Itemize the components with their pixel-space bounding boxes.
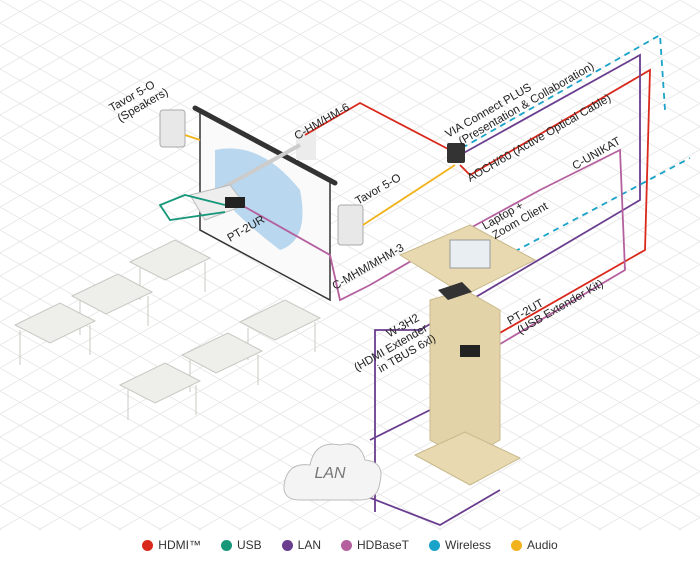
wireless-link-laptop	[494, 157, 691, 263]
speaker-right	[337, 204, 364, 246]
lan-cable	[374, 53, 641, 512]
usb-cable-pt2ur	[158, 194, 226, 221]
classroom-desks	[13, 239, 322, 420]
pt-2ur-device	[225, 197, 245, 208]
projector	[189, 130, 316, 221]
legend-label: LAN	[297, 538, 321, 552]
audio-cable-right	[362, 164, 456, 226]
legend-label: HDMI™	[158, 538, 201, 552]
via-connect-plus-device	[447, 143, 465, 163]
legend-item: Wireless	[429, 538, 491, 552]
lan-cable-cloud	[349, 489, 501, 526]
speaker-left	[159, 109, 186, 148]
legend-dot-icon	[511, 539, 523, 551]
legend-label: Wireless	[445, 538, 492, 552]
legend-item: USB	[220, 538, 262, 552]
legend-label: Audio	[527, 538, 558, 552]
laptop	[449, 239, 491, 269]
projection-screen	[192, 105, 338, 302]
wireless-link-via	[461, 33, 666, 149]
legend-dot-icon	[220, 539, 232, 551]
w-3h2-device	[438, 282, 472, 300]
legend-item: LAN	[281, 538, 321, 552]
legend-label: HDBaseT	[356, 538, 409, 552]
legend-item: HDBaseT	[340, 538, 409, 552]
legend-dot-icon	[429, 539, 440, 551]
legend-item: Audio	[511, 538, 558, 552]
isometric-grid	[0, 0, 700, 530]
legend-item: HDMI™	[142, 538, 201, 552]
lan-cloud: LAN	[283, 443, 382, 501]
hdmi-cable-chm	[304, 101, 451, 151]
legend-dot-icon	[142, 539, 154, 551]
lan-cloud-label: LAN	[314, 465, 346, 482]
legend: HDMI™ USB LAN HDBaseT Wireless Audio	[0, 538, 700, 552]
legend-dot-icon	[281, 539, 293, 551]
legend-dot-icon	[340, 539, 352, 551]
lan-cable-cloud-2	[369, 409, 431, 441]
lectern	[398, 224, 537, 486]
legend-label: USB	[236, 538, 262, 552]
pt-2ut-device	[460, 345, 480, 357]
audio-cable-left	[184, 134, 201, 141]
